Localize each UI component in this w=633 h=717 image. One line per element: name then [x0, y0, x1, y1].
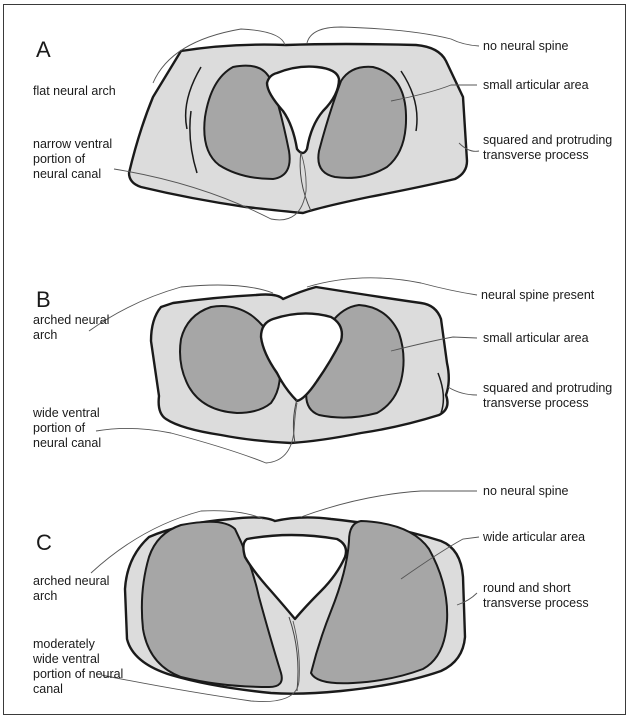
panel-c-ventral-canal-label: moderately wide ventral portion of neura… — [32, 635, 127, 696]
panel-a-transverse-label: squared and protruding transverse proces… — [483, 131, 616, 162]
figure-canvas: A flat neural arch narrow ventral portio… — [4, 5, 627, 716]
panel-a-ventral-canal-label: narrow ventral portion of neural canal — [33, 135, 116, 181]
panel-a-spine-label: no neural spine — [483, 39, 569, 53]
panel-a-letter: A — [36, 37, 51, 62]
panel-c-spine-leader — [301, 491, 477, 517]
panel-c-articular-label: wide articular area — [482, 530, 585, 544]
panel-c-neural-arch-label: arched neural arch — [33, 572, 113, 603]
panel-b-ventral-canal-label: wide ventral portion of neural canal — [32, 404, 104, 450]
panel-b-letter: B — [36, 287, 51, 312]
panel-a-neural-arch-label: flat neural arch — [33, 84, 116, 98]
panel-b-articular-label: small articular area — [483, 331, 589, 345]
vertebra-comparison-figure: A flat neural arch narrow ventral portio… — [3, 4, 626, 715]
panel-c: C arched neural arch moderately wide ven… — [32, 484, 589, 702]
panel-c-spine-label: no neural spine — [483, 484, 569, 498]
panel-b-neural-arch-label: arched neural arch — [33, 311, 113, 342]
panel-b-transverse-leader — [448, 387, 477, 395]
panel-b: B arched neural arch wide ventral portio… — [32, 278, 616, 463]
panel-b-transverse-label: squared and protruding transverse proces… — [483, 379, 616, 410]
panel-a-articular-label: small articular area — [483, 78, 589, 92]
panel-c-letter: C — [36, 530, 52, 555]
panel-b-spine-label: neural spine present — [481, 288, 595, 302]
panel-c-transverse-label: round and short transverse process — [483, 579, 589, 610]
panel-a: A flat neural arch narrow ventral portio… — [33, 27, 616, 220]
